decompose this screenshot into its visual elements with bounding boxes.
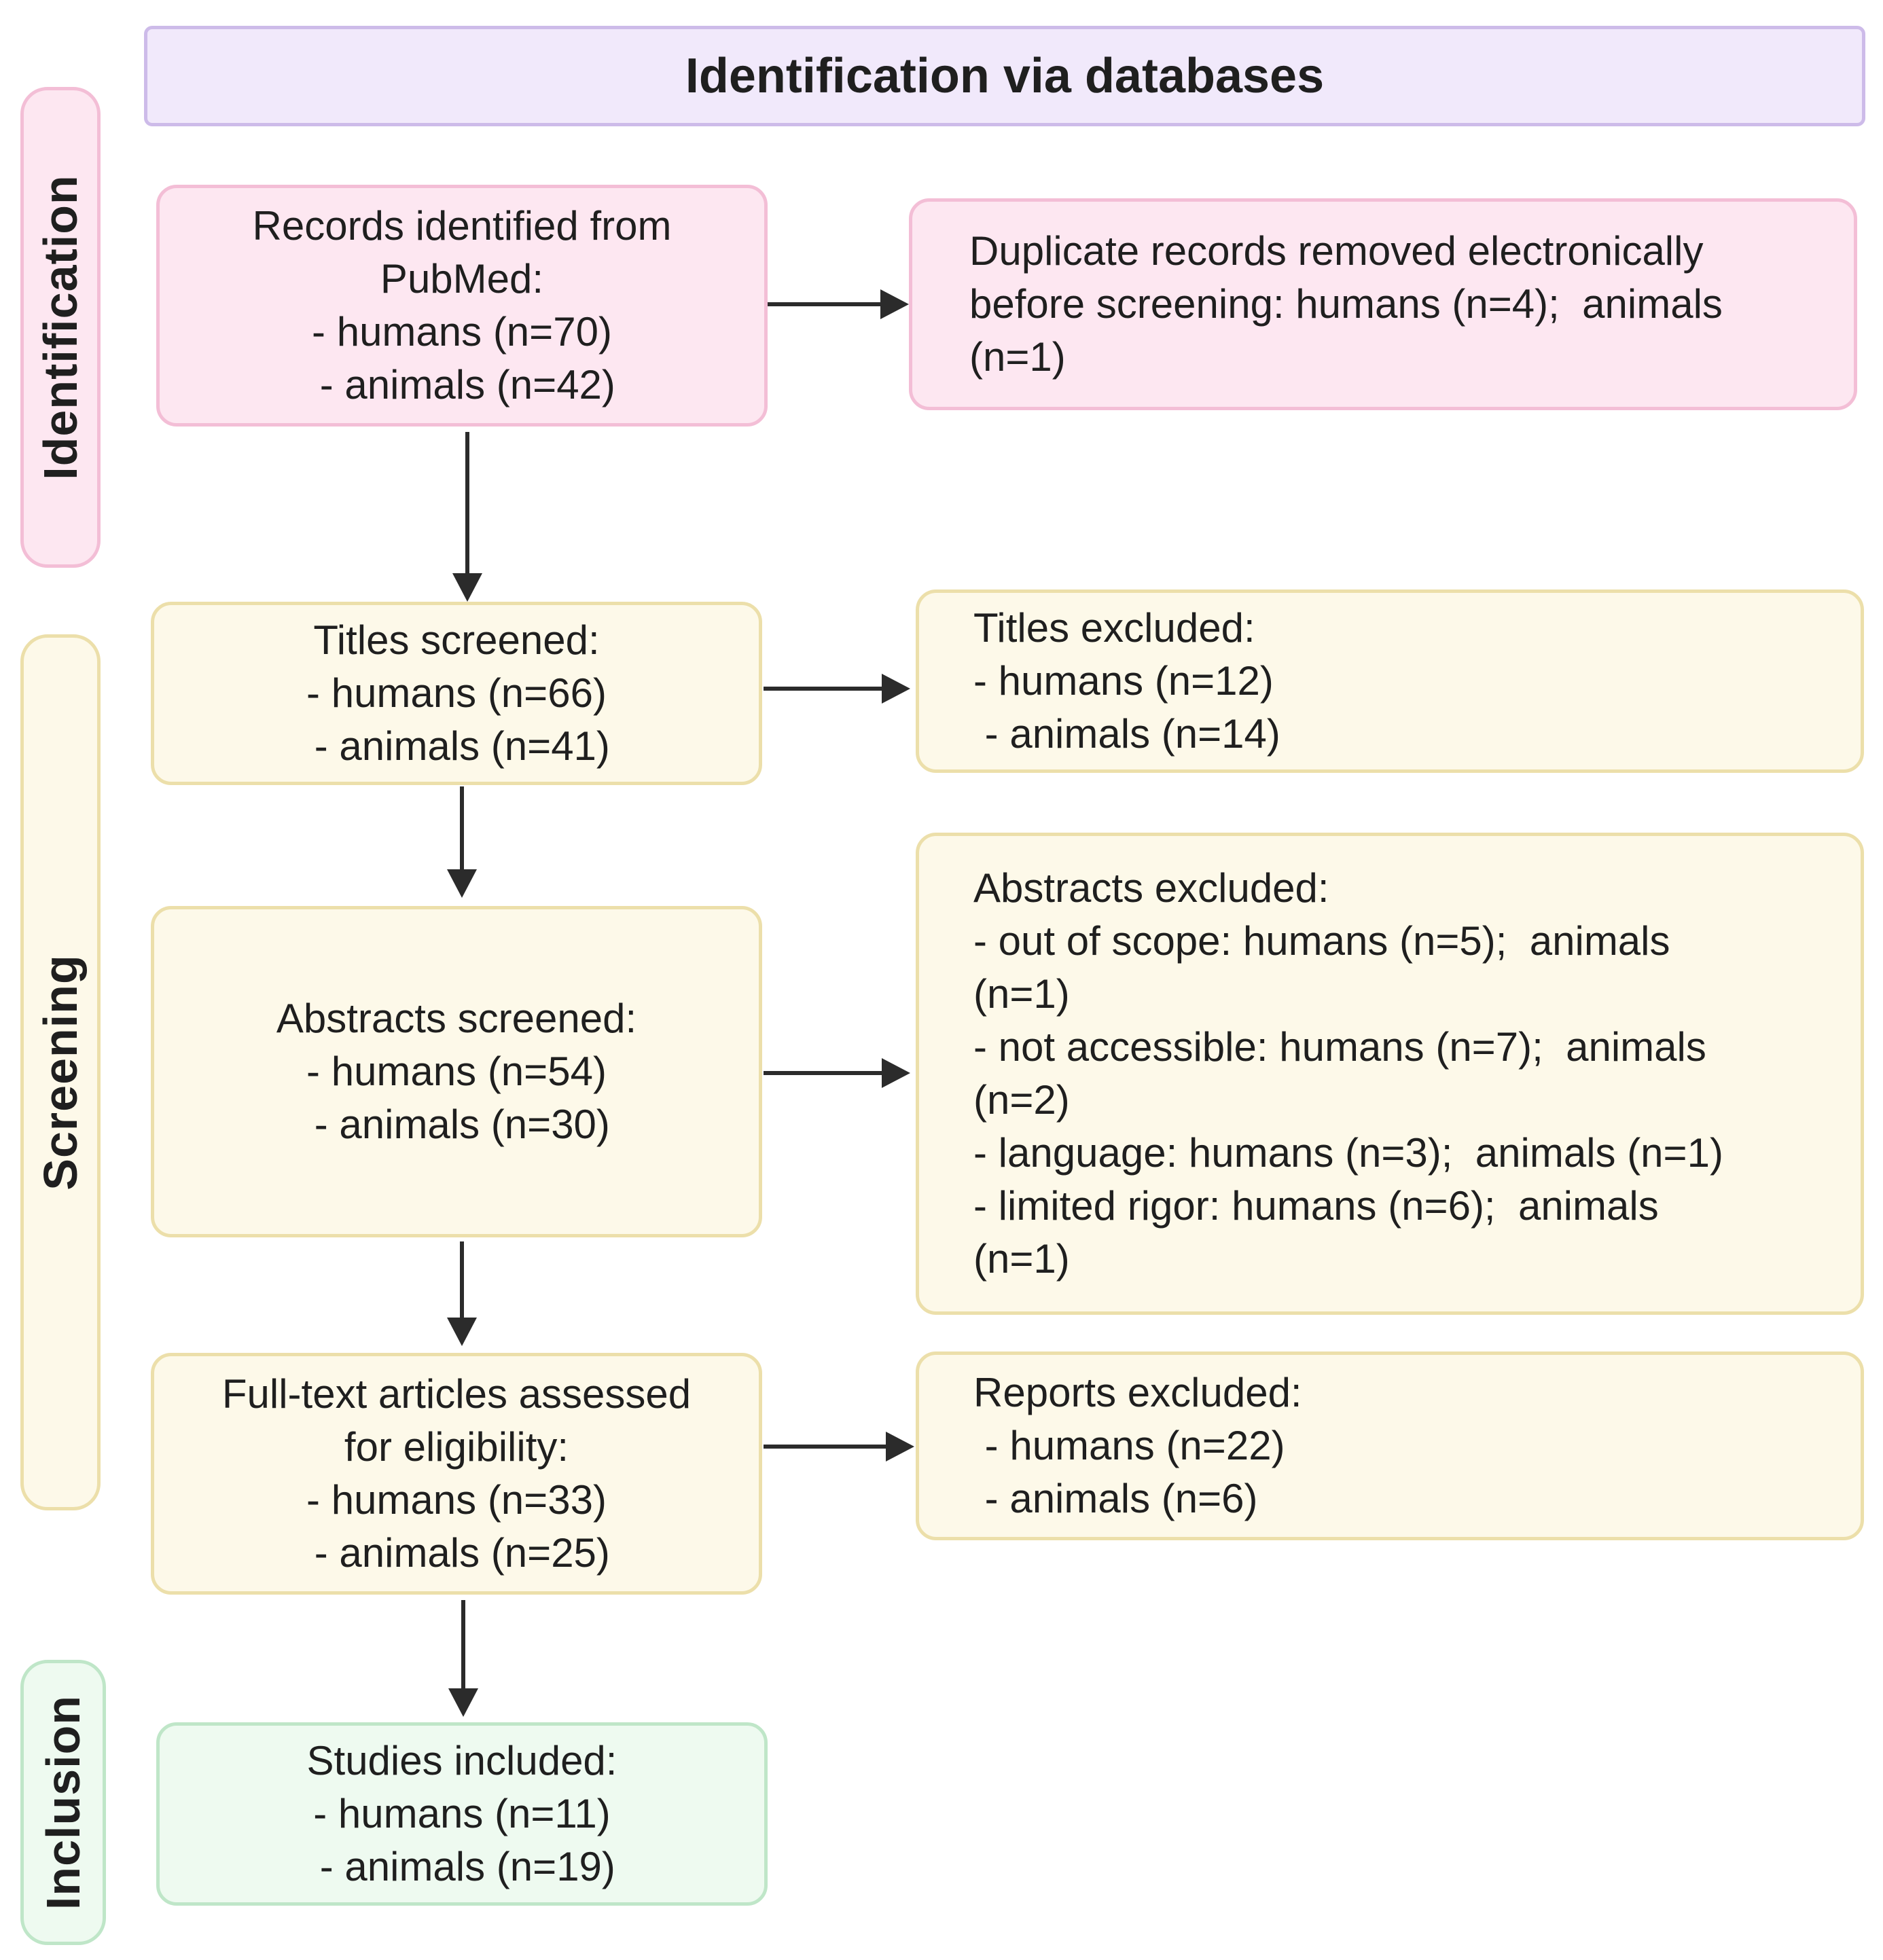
studies-included-box: Studies included: - humans (n=11) - anim… — [156, 1722, 768, 1906]
reports-excluded-box: Reports excluded: - humans (n=22) - anim… — [916, 1351, 1864, 1540]
arrowhead-abstracts-to-fulltext — [447, 1318, 477, 1346]
arrowhead-titles-to-abstracts — [447, 869, 477, 898]
reports-excluded-text: Reports excluded: - humans (n=22) - anim… — [973, 1370, 1302, 1521]
titles-screened-box: Titles screened: - humans (n=66) - anima… — [151, 602, 762, 785]
titles-excluded-text: Titles excluded: - humans (n=12) - anima… — [973, 605, 1280, 757]
records-identified-box: Records identified from PubMed: - humans… — [156, 185, 768, 427]
stage-inclusion: Inclusion — [20, 1660, 106, 1945]
records-identified-text: Records identified from PubMed: - humans… — [252, 203, 672, 407]
stage-screening: Screening — [20, 634, 101, 1510]
arrowhead-fulltext-to-included — [448, 1688, 478, 1717]
stage-identification: Identification — [20, 87, 101, 568]
titles-excluded-box: Titles excluded: - humans (n=12) - anima… — [916, 589, 1864, 773]
arrowhead-abstracts-to-excluded — [882, 1058, 910, 1088]
titles-screened-text: Titles screened: - humans (n=66) - anima… — [306, 617, 610, 769]
header-banner: Identification via databases — [144, 26, 1865, 126]
studies-included-text: Studies included: - humans (n=11) - anim… — [306, 1738, 617, 1889]
duplicates-removed-text: Duplicate records removed electronically… — [969, 228, 1723, 380]
fulltext-assessed-text: Full-text articles assessed for eligibil… — [221, 1371, 692, 1576]
abstracts-screened-box: Abstracts screened: - humans (n=54) - an… — [151, 906, 762, 1237]
abstracts-excluded-text: Abstracts excluded: - out of scope: huma… — [973, 865, 1723, 1282]
arrowhead-records-to-titles — [452, 573, 482, 602]
abstracts-excluded-box: Abstracts excluded: - out of scope: huma… — [916, 833, 1864, 1315]
header-title: Identification via databases — [685, 49, 1325, 103]
fulltext-assessed-box: Full-text articles assessed for eligibil… — [151, 1353, 762, 1595]
arrowhead-records-to-duplicates — [880, 289, 909, 319]
abstracts-screened-text: Abstracts screened: - humans (n=54) - an… — [276, 996, 637, 1147]
arrowhead-fulltext-to-excluded — [886, 1432, 914, 1462]
duplicates-removed-box: Duplicate records removed electronically… — [909, 198, 1857, 410]
arrowhead-titles-to-excluded — [882, 674, 910, 704]
